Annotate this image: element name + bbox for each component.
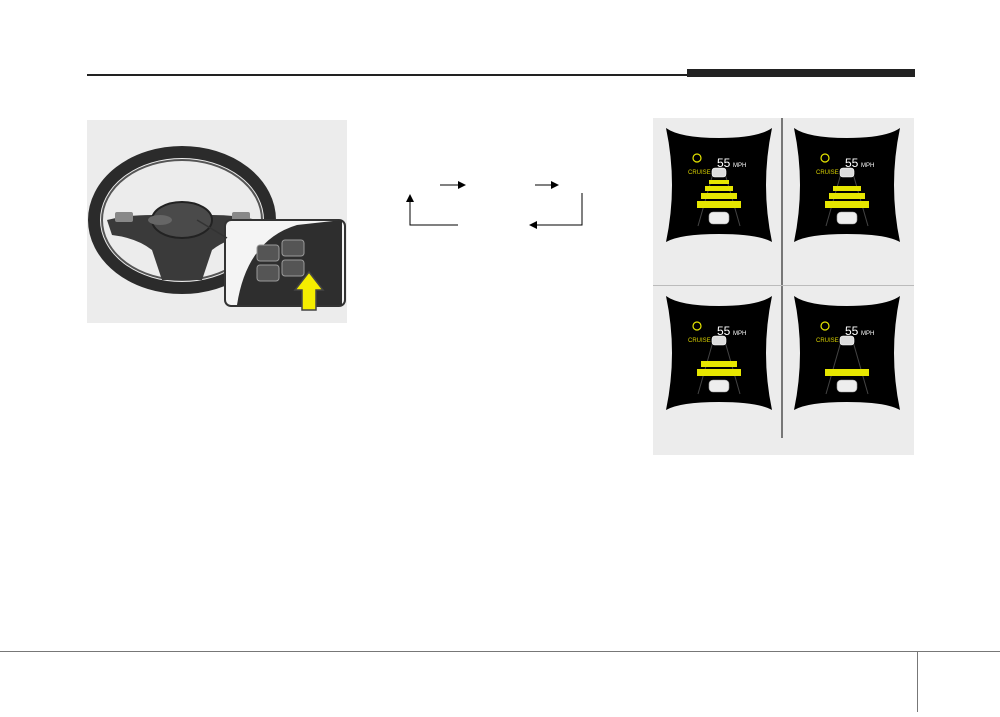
cruise-icon (820, 321, 830, 331)
speed-value: 55 (845, 324, 859, 338)
distance-bar (709, 180, 729, 184)
lead-car (839, 335, 855, 346)
distance-bar (701, 361, 737, 367)
distance-bar (825, 201, 869, 208)
cruise-label: CRUISE (816, 170, 839, 176)
speed-unit: MPH (733, 331, 746, 337)
distance-bar (697, 201, 741, 208)
speed-unit: MPH (861, 163, 874, 169)
screen-shape (794, 128, 900, 242)
grid-divider-vertical (781, 118, 783, 438)
distance-bar (833, 186, 861, 191)
footer-rule (0, 651, 1000, 652)
screen-shape (666, 296, 772, 410)
header-rule (87, 74, 915, 76)
distance-bar (705, 186, 733, 191)
speed-value: 55 (845, 156, 859, 170)
cruise-icon (820, 153, 830, 163)
distance-bar (825, 369, 869, 376)
screen-shape (794, 296, 900, 410)
steering-wheel-figure (87, 120, 347, 323)
grid-divider-horizontal (653, 285, 914, 286)
steering-wheel-illustration (88, 146, 346, 311)
distance-bar (829, 193, 865, 199)
own-car (836, 211, 858, 225)
cruise-label: CRUISE (816, 338, 839, 344)
cruise-icon (692, 321, 702, 331)
lead-car (711, 335, 727, 346)
speed-unit: MPH (733, 163, 746, 169)
speed-unit: MPH (861, 331, 874, 337)
cycle-arrow-diagram (406, 181, 583, 229)
lead-car (711, 167, 727, 178)
footer-page-divider (917, 652, 918, 712)
cruise-label: CRUISE (688, 170, 711, 176)
distance-bar (701, 193, 737, 199)
lead-car (839, 167, 855, 178)
own-car (708, 379, 730, 393)
cruise-label: CRUISE (688, 338, 711, 344)
speed-value: 55 (717, 156, 731, 170)
arrow-return (529, 193, 583, 229)
distance-bar (697, 369, 741, 376)
arrow-up (406, 194, 458, 226)
speed-value: 55 (717, 324, 731, 338)
header-tab-bar (687, 69, 915, 77)
own-car (708, 211, 730, 225)
own-car (836, 379, 858, 393)
cruise-icon (692, 153, 702, 163)
screen-shape (666, 128, 772, 242)
road-edges (825, 337, 869, 395)
